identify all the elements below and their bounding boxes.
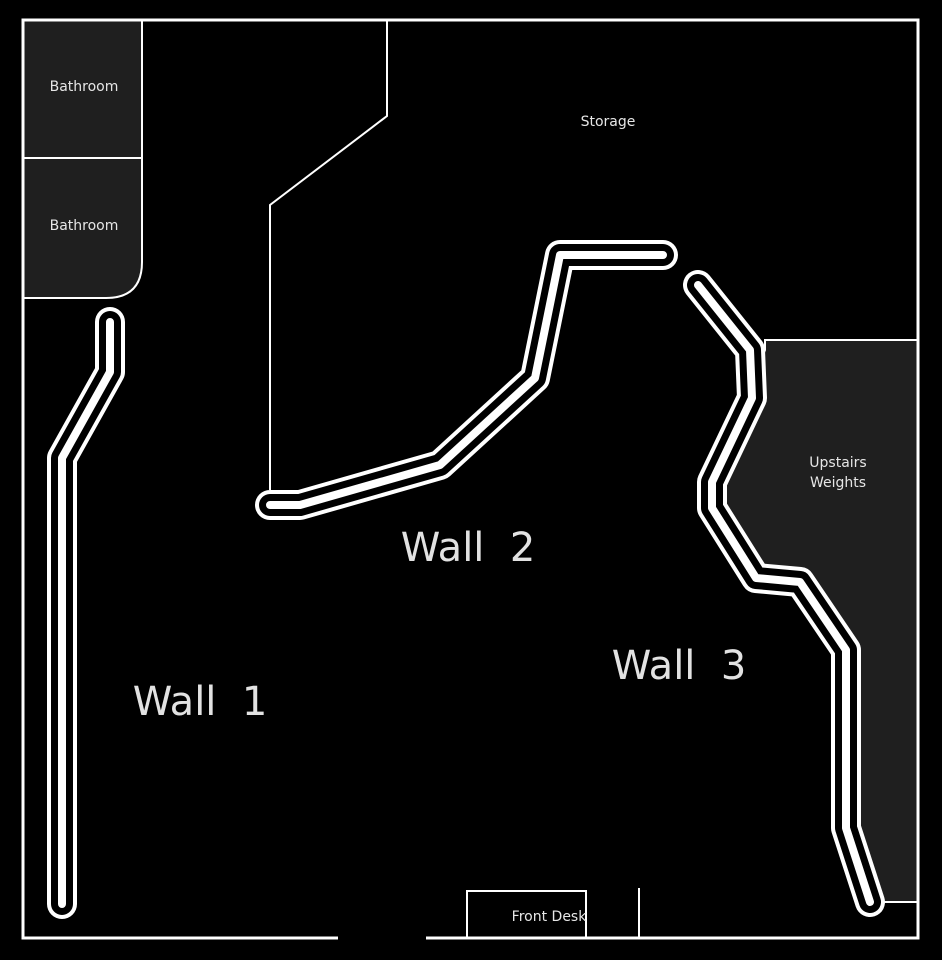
wall-1-label: Wall 1 bbox=[133, 679, 268, 725]
storage-partition bbox=[269, 20, 388, 490]
upstairs-weights-label-line2: Weights bbox=[810, 475, 866, 491]
wall-3-label: Wall 3 bbox=[612, 643, 747, 689]
bathroom-bottom-room[interactable] bbox=[22, 157, 143, 299]
wall-2-shape[interactable] bbox=[255, 240, 678, 520]
building-outline bbox=[21, 18, 920, 940]
upstairs-weights-label-line1: Upstairs bbox=[809, 455, 866, 471]
storage-label: Storage bbox=[581, 114, 636, 130]
front-desk-outline bbox=[466, 890, 587, 938]
wall-2-label: Wall 2 bbox=[401, 525, 536, 571]
front-desk-label: Front Desk bbox=[512, 909, 588, 925]
bathroom-top-label: Bathroom bbox=[50, 79, 119, 95]
wall-1-shape[interactable] bbox=[47, 307, 125, 919]
bathroom-bottom-label: Bathroom bbox=[50, 218, 119, 234]
wall-3-shape[interactable] bbox=[683, 270, 885, 917]
